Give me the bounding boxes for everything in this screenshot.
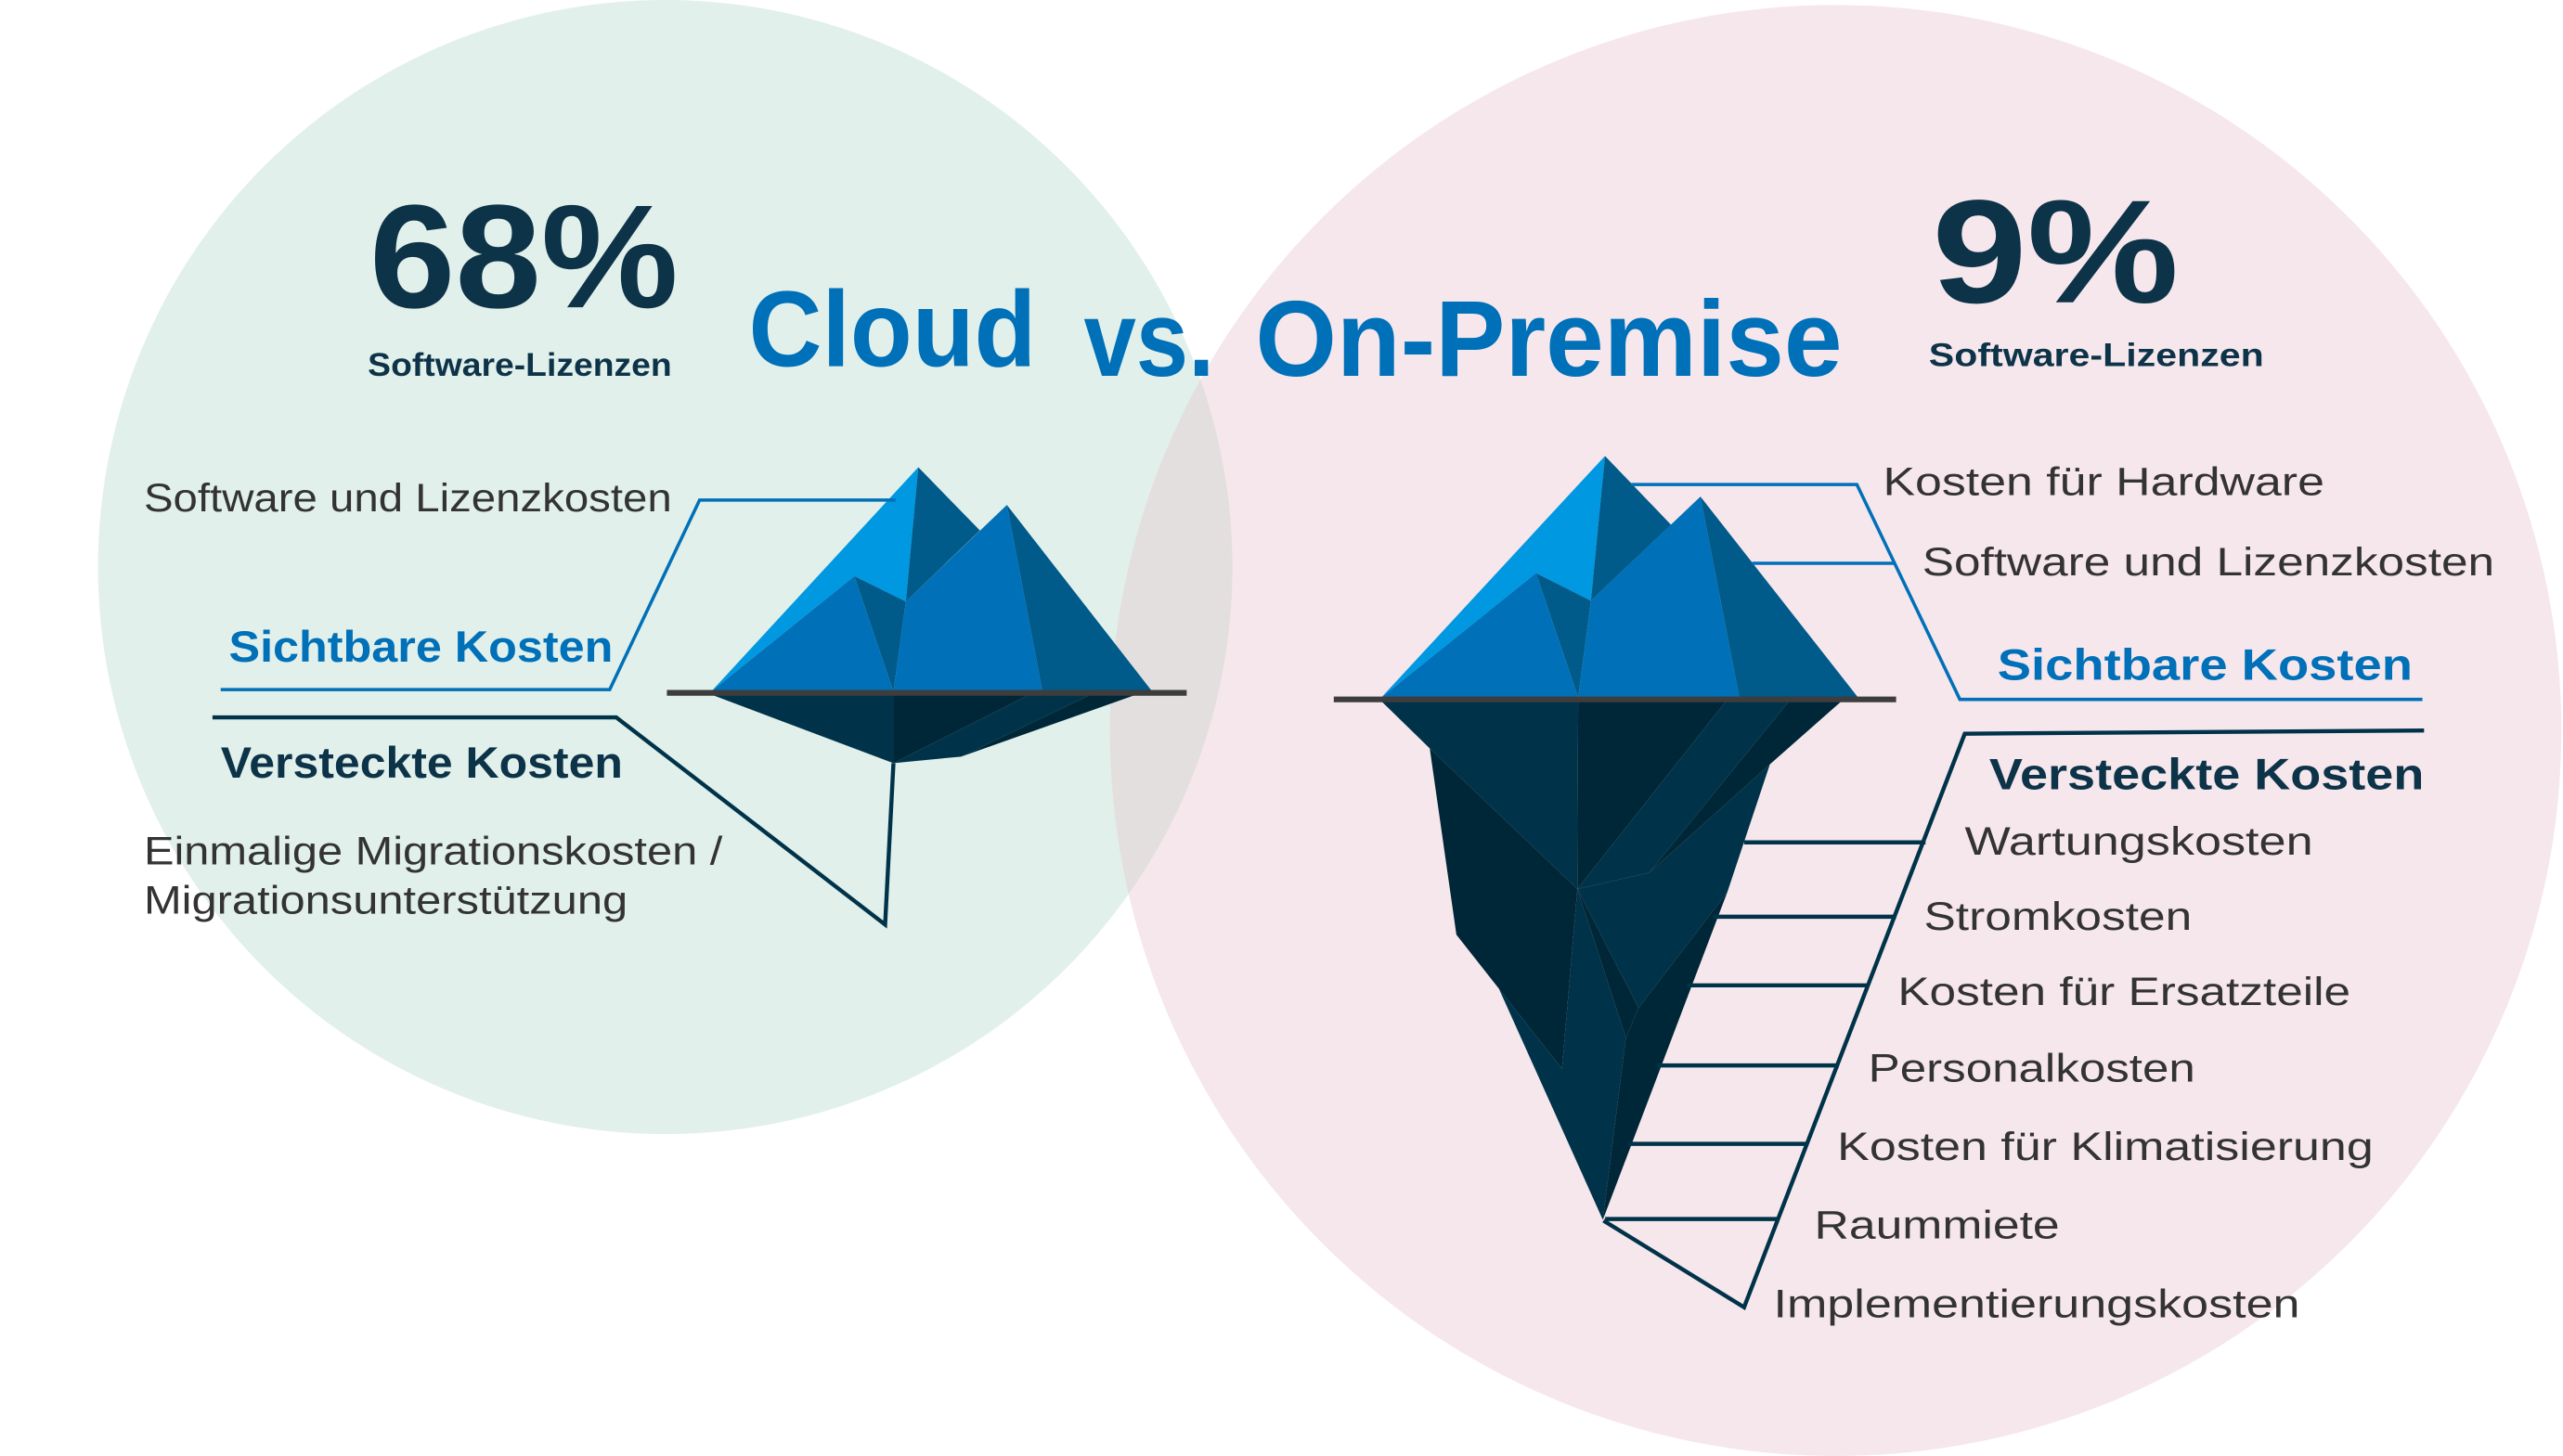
cloud-percent-label: Software-Lizenzen bbox=[368, 347, 672, 383]
cloud-hidden-leader bbox=[212, 715, 896, 929]
onprem-visible-leader bbox=[1631, 483, 2423, 702]
cloud-hidden-item: Einmalige Migrationskosten / bbox=[144, 830, 723, 873]
cloud-visible-heading: Sichtbare Kosten bbox=[229, 623, 614, 672]
onprem-hidden-item: Personalkosten bbox=[1869, 1047, 2195, 1090]
cloud-hidden-heading: Versteckte Kosten bbox=[221, 739, 623, 788]
cloud-circle bbox=[97, 0, 1233, 1135]
onprem-hidden-item: Stromkosten bbox=[1924, 895, 2193, 938]
title-vs: vs. bbox=[1083, 278, 1214, 399]
title-onpremise: On-Premise bbox=[1255, 278, 1842, 399]
cloud-visible-item: Software und Lizenzkosten bbox=[144, 476, 672, 520]
cloud-percent: 68% bbox=[369, 174, 679, 339]
onprem-percent-label: Software-Lizenzen bbox=[1929, 337, 2264, 373]
onprem-iceberg-icon bbox=[1333, 456, 1896, 1220]
onprem-hidden-item: Implementierungskosten bbox=[1774, 1282, 2300, 1325]
onprem-hidden-heading: Versteckte Kosten bbox=[1989, 751, 2424, 800]
title-cloud: Cloud bbox=[748, 268, 1036, 389]
onprem-hidden-leader bbox=[1602, 728, 2425, 1310]
cloud-visible-leader bbox=[220, 498, 896, 691]
onprem-hidden-item: Kosten für Klimatisierung bbox=[1837, 1125, 2374, 1168]
onprem-hidden-ticks bbox=[1605, 840, 1926, 1221]
onprem-hidden-item: Kosten für Ersatzteile bbox=[1897, 970, 2350, 1013]
onprem-visible-item: Software und Lizenzkosten bbox=[1922, 540, 2494, 584]
cloud-hidden-item: Migrationsunterstützung bbox=[144, 878, 628, 921]
onprem-hidden-item: Wartungskosten bbox=[1965, 819, 2313, 863]
onprem-visible-heading: Sichtbare Kosten bbox=[1998, 641, 2413, 690]
onprem-hidden-item: Raummiete bbox=[1815, 1204, 2060, 1247]
onprem-percent: 9% bbox=[1932, 170, 2179, 334]
onprem-visible-item: Kosten für Hardware bbox=[1883, 460, 2324, 504]
onprem-circle bbox=[1109, 5, 2562, 1456]
